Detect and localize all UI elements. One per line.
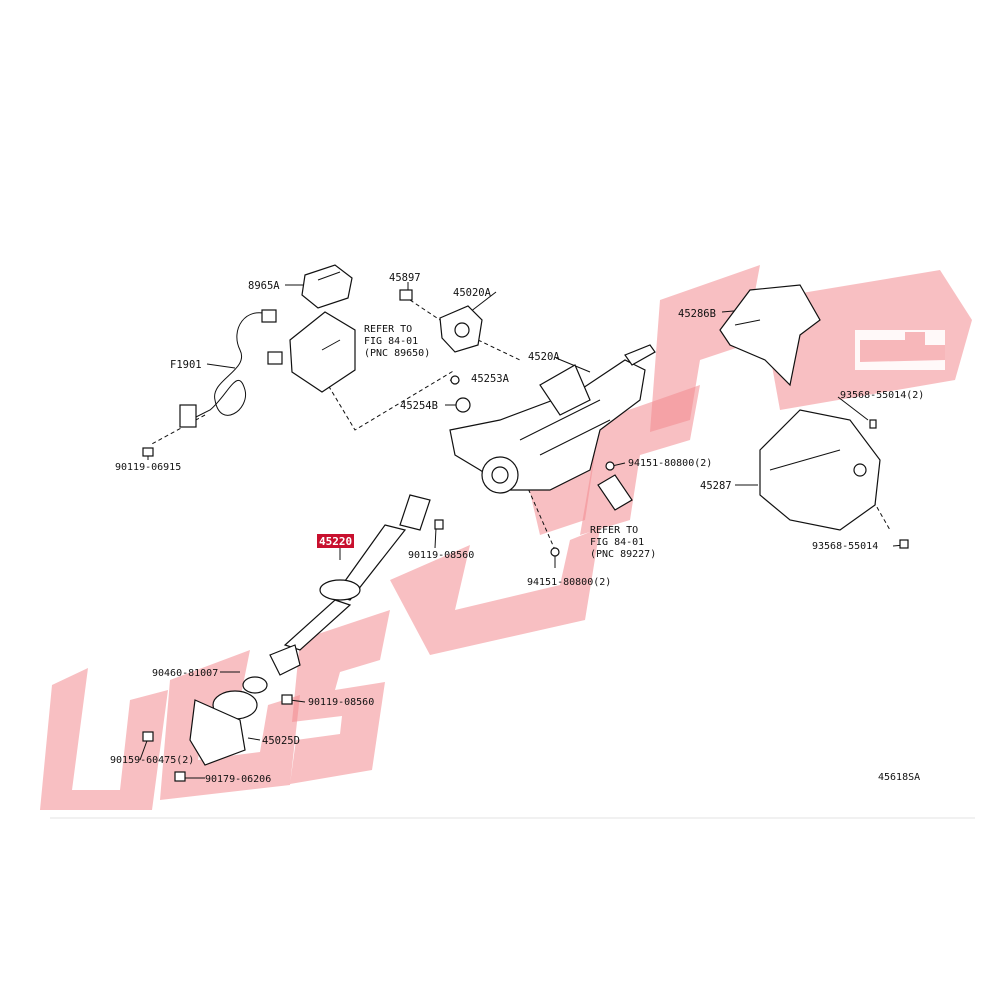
label-45287: 45287 xyxy=(700,480,732,492)
refer-89650-line1: REFER TO xyxy=(364,324,412,335)
label-45254b: 45254B xyxy=(400,400,438,412)
label-45020a: 45020A xyxy=(453,287,492,299)
figure-number: 45618SA xyxy=(878,772,920,783)
label-90179-06206: 90179-06206 xyxy=(205,774,271,785)
label-90460-81007: 90460-81007 xyxy=(152,668,218,679)
label-90119-06915: 90119-06915 xyxy=(115,462,181,473)
part-f1901-wire-harness xyxy=(179,309,283,428)
label-45897: 45897 xyxy=(389,272,421,284)
part-4520a-column-assembly xyxy=(449,344,656,494)
label-45253a: 45253A xyxy=(471,373,510,385)
watermark-logo xyxy=(40,265,972,810)
part-45286b-upper-cover xyxy=(719,284,821,387)
label-90119-08560-a: 90119-08560 xyxy=(408,550,474,561)
part-89650-module xyxy=(289,311,356,393)
part-45253a-nut xyxy=(450,375,460,385)
part-45020a-sensor xyxy=(439,305,483,353)
part-90460-seal xyxy=(242,676,268,694)
part-45254b-gear xyxy=(455,397,471,413)
label-94151-80800-a: 94151-80800(2) xyxy=(628,458,712,469)
part-45220-intermediate-shaft xyxy=(269,494,431,676)
refer-89227-line1: REFER TO xyxy=(590,525,638,536)
refer-89650-line2: FIG 84-01 xyxy=(364,336,418,347)
label-4520a: 4520A xyxy=(528,351,560,363)
part-45287-lower-cover xyxy=(759,409,881,531)
refer-89227-line2: FIG 84-01 xyxy=(590,537,644,548)
part-45897-bolt xyxy=(399,289,413,301)
label-8965a: 8965A xyxy=(248,280,280,292)
label-94151-80800-b: 94151-80800(2) xyxy=(527,577,611,588)
part-45025d-boot-plate xyxy=(189,690,258,766)
leader-lines xyxy=(139,282,906,779)
label-93568-55014-a: 93568-55014(2) xyxy=(840,390,924,401)
refer-89650-line3: (PNC 89650) xyxy=(364,348,430,359)
part-fasteners xyxy=(142,419,909,782)
refer-89227-line3: (PNC 89227) xyxy=(590,549,656,560)
highlight-box-45220 xyxy=(317,534,354,548)
label-90119-08560-b: 90119-08560 xyxy=(308,697,374,708)
label-93568-55014-b: 93568-55014 xyxy=(812,541,878,552)
label-f1901: F1901 xyxy=(170,359,202,371)
part-labels: 8965A 45897 45020A 45286B 4520A F1901 45… xyxy=(110,272,924,785)
label-45220-highlighted: 45220 xyxy=(319,535,352,548)
part-8965a-connector xyxy=(301,264,353,309)
label-45286b: 45286B xyxy=(678,308,716,320)
label-45025d: 45025D xyxy=(262,735,300,747)
part-89227-actuator xyxy=(597,474,633,511)
label-90159-60475: 90159-60475(2) xyxy=(110,755,194,766)
